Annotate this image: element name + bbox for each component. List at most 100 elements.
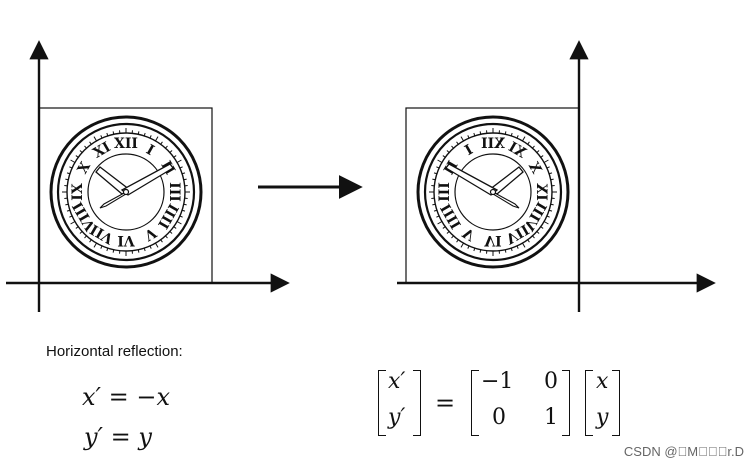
clock-tick [473, 132, 476, 137]
clock-tick [149, 135, 152, 139]
lhs-bracket-right [413, 370, 421, 436]
clock-tick [536, 231, 540, 234]
clock-tick [473, 247, 476, 252]
clock-tick [66, 172, 71, 175]
lhs-vector-y: y′ [388, 405, 406, 430]
clock-numeral: XI [505, 139, 528, 162]
clock-numeral: III [166, 182, 182, 202]
clock-tick [79, 231, 83, 234]
clock-tick [155, 136, 159, 142]
clock-ring-inner [454, 153, 532, 231]
equation-x: x′ = −x [82, 383, 170, 411]
clock-tick [540, 155, 544, 158]
clock-numeral: III [437, 182, 453, 202]
matrix-bracket-right [562, 370, 570, 436]
clock-tick [160, 239, 163, 243]
right-clock-icon: XIIIIIIIIIIIIVVIVIIVIIIIXXXI [416, 115, 570, 269]
clock-tick [106, 247, 109, 252]
clock-numeral: XII [481, 136, 505, 152]
clock-center [122, 188, 130, 196]
clock-tick [70, 159, 76, 163]
clock-tick [181, 172, 186, 175]
matrix-cell-11: 1 [544, 405, 558, 430]
clock-tick [89, 141, 92, 145]
clock-tick [155, 242, 159, 248]
clock-tick [112, 249, 115, 253]
clock-ring-inner [87, 153, 165, 231]
clock-tick [446, 150, 450, 153]
rhs-bracket-left [585, 370, 593, 436]
clock-tick [532, 145, 535, 149]
clock-tick [100, 245, 103, 249]
clock-tick [548, 172, 553, 175]
caption-horizontal-reflection: Horizontal reflection: [46, 343, 183, 360]
left-clock-icon: XIIIIIIIIIIIIVVIVIIVIIIIXXXI [49, 115, 203, 269]
clock-tick [456, 141, 459, 145]
diagram-canvas: XIIIIIIIIIIIIVVIVIIVIIIIXXXI XIIIIIIIIII… [6, 40, 716, 312]
clock-tick [446, 231, 450, 234]
clock-center [489, 188, 497, 196]
clock-tick [504, 131, 507, 135]
eq-y-lhs: y′ [84, 423, 104, 451]
clock-tick [550, 203, 554, 206]
clock-tick [516, 135, 519, 139]
lhs-vector-x: x′ [388, 369, 406, 394]
clock-tick [504, 249, 507, 253]
clock-tick [173, 226, 177, 229]
clock-tick [75, 155, 79, 158]
clock-tick [169, 150, 173, 153]
clock-tick [532, 235, 535, 239]
clock-tick [543, 221, 549, 225]
clock-tick [510, 247, 513, 252]
clock-tick [510, 132, 513, 137]
clock-tick [143, 132, 146, 137]
eq-y-rhs: y [138, 423, 152, 451]
clock-numeral: XI [90, 139, 113, 162]
clock-tick [432, 178, 436, 181]
clock-tick [536, 150, 540, 153]
clock-tick [432, 203, 436, 206]
clock-tick [467, 135, 470, 139]
matrix-cell-10: 0 [492, 405, 506, 430]
clock-numeral: IX [533, 183, 549, 201]
left-image-box [38, 107, 213, 284]
clock-tick [479, 131, 482, 135]
clock-numeral: VI [483, 232, 501, 248]
clock-tick [436, 166, 440, 169]
clock-tick [433, 172, 438, 175]
eq-x-rhs: −x [136, 383, 171, 411]
right-image-box [405, 107, 580, 284]
clock-tick [176, 221, 182, 225]
clock-tick [69, 215, 73, 218]
clock-tick [173, 155, 177, 158]
clock-tick [143, 247, 146, 252]
clock-tick [70, 221, 76, 225]
clock-tick [437, 159, 443, 163]
clock-tick [179, 215, 183, 218]
clock-tick [112, 131, 115, 135]
clock-tick [84, 235, 87, 239]
clock-tick [527, 141, 530, 145]
clock-tick [93, 136, 97, 142]
clock-tick [179, 166, 183, 169]
clock-tick [516, 245, 519, 249]
clock-tick [479, 249, 482, 253]
clock-tick [540, 226, 544, 229]
rhs-vector-y: y [596, 405, 609, 430]
clock-tick [176, 159, 182, 163]
clock-tick [442, 155, 446, 158]
clock-tick [433, 209, 438, 212]
clock-tick [436, 215, 440, 218]
rhs-vector-x: x [596, 369, 609, 394]
clock-tick [84, 145, 87, 149]
clock-tick [66, 209, 71, 212]
clock-tick [522, 136, 526, 142]
clock-tick [160, 141, 163, 145]
clock-tick [137, 249, 140, 253]
clock-tick [546, 166, 550, 169]
clock-tick [460, 242, 464, 248]
clock-tick [165, 145, 168, 149]
clock-tick [522, 242, 526, 248]
matrix-cell-00: −1 [481, 369, 514, 394]
rhs-bracket-right [612, 370, 620, 436]
